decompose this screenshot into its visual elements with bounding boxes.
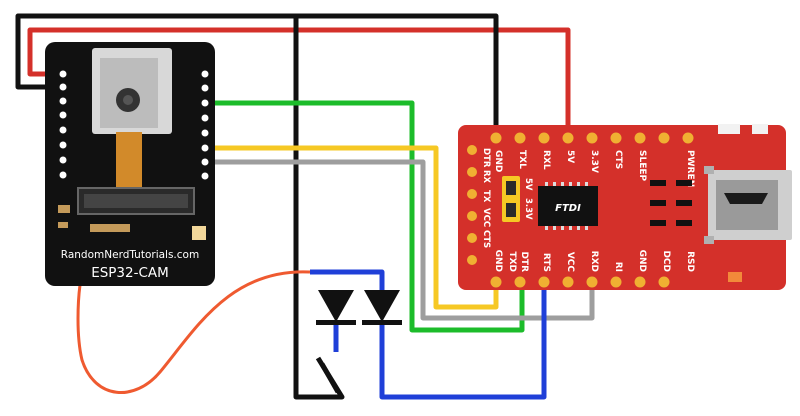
label-top-txl: TXL bbox=[517, 150, 527, 169]
camera-ribbon bbox=[116, 132, 142, 192]
esp32-cam-board: RandomNerdTutorials.com ESP32-CAM bbox=[45, 42, 215, 286]
label-pwren: PWREN bbox=[685, 150, 695, 187]
label-bot-gnd2: GND bbox=[637, 250, 647, 272]
label-left-tx: TX bbox=[481, 190, 491, 203]
flash-led bbox=[192, 226, 206, 240]
ftdi-components bbox=[650, 180, 692, 226]
wire-gnd-black bbox=[15, 13, 499, 138]
label-left-vcc: VCC bbox=[481, 208, 491, 227]
push-button bbox=[319, 362, 341, 394]
esp32-right-pins bbox=[201, 70, 209, 180]
ftdi-top-holes bbox=[490, 132, 694, 144]
label-jumper-3v3: 3.3V bbox=[523, 198, 533, 220]
label-top-rxl: RXL bbox=[541, 150, 551, 170]
ftdi-top-labels: GND TXL RXL 5V 3.3V CTS SLEEP PWREN bbox=[493, 150, 695, 187]
ftdi-board: GND TXL RXL 5V 3.3V CTS SLEEP PWREN DTR … bbox=[458, 124, 792, 290]
diode-2 bbox=[362, 290, 402, 325]
esp32-model-text: ESP32-CAM bbox=[91, 265, 169, 281]
pwren-led bbox=[718, 124, 740, 134]
wire-blue-left bbox=[310, 269, 385, 298]
label-top-cts: CTS bbox=[613, 150, 623, 169]
label-top-sleep: SLEEP bbox=[637, 150, 647, 182]
ftdi-chip: FTDI bbox=[538, 182, 598, 230]
ftdi-bottom-labels: GND TXD DTR RTS VCC RXD RI GND DCD RSD bbox=[493, 250, 695, 273]
wire-orange bbox=[76, 270, 311, 394]
ftdi-chip-label: FTDI bbox=[555, 203, 581, 214]
wires bbox=[15, 13, 595, 400]
wire-blue-diode2 bbox=[379, 282, 547, 400]
label-bot-gnd: GND bbox=[493, 250, 503, 272]
wire-grey bbox=[205, 159, 595, 321]
ftdi-left-holes bbox=[467, 145, 477, 265]
label-bot-rsd: RSD bbox=[685, 251, 695, 272]
wire-yellow bbox=[205, 145, 499, 310]
status-led bbox=[728, 272, 742, 282]
label-top-gnd: GND bbox=[493, 150, 503, 172]
label-left-dtr: DTR bbox=[481, 148, 491, 168]
label-bot-rxd: RXD bbox=[589, 251, 599, 272]
diode-1 bbox=[316, 290, 356, 325]
label-top-5v: 5V bbox=[565, 150, 575, 163]
label-bot-dtr: DTR bbox=[519, 251, 529, 272]
ftdi-bottom-holes bbox=[490, 276, 670, 288]
usb-connector bbox=[704, 166, 792, 244]
wire-green bbox=[205, 100, 525, 333]
label-bot-rts: RTS bbox=[541, 253, 551, 272]
label-jumper-5v: 5V bbox=[523, 178, 533, 191]
voltage-jumper: 5V 3.3V bbox=[502, 176, 533, 222]
label-left-cts: CTS bbox=[481, 230, 491, 248]
esp32-left-pins bbox=[59, 70, 67, 179]
label-bot-ri: RI bbox=[613, 262, 623, 272]
wire-5v-red bbox=[27, 27, 571, 138]
label-left-rx: RX bbox=[481, 170, 491, 184]
ftdi-left-labels: DTR RX TX VCC CTS bbox=[481, 148, 491, 248]
label-top-3v3: 3.3V bbox=[589, 150, 599, 173]
esp32-brand-text: RandomNerdTutorials.com bbox=[61, 249, 199, 261]
label-bot-txd: TXD bbox=[507, 251, 517, 272]
label-bot-dcd: DCD bbox=[661, 250, 671, 272]
label-bot-vcc: VCC bbox=[565, 252, 575, 273]
